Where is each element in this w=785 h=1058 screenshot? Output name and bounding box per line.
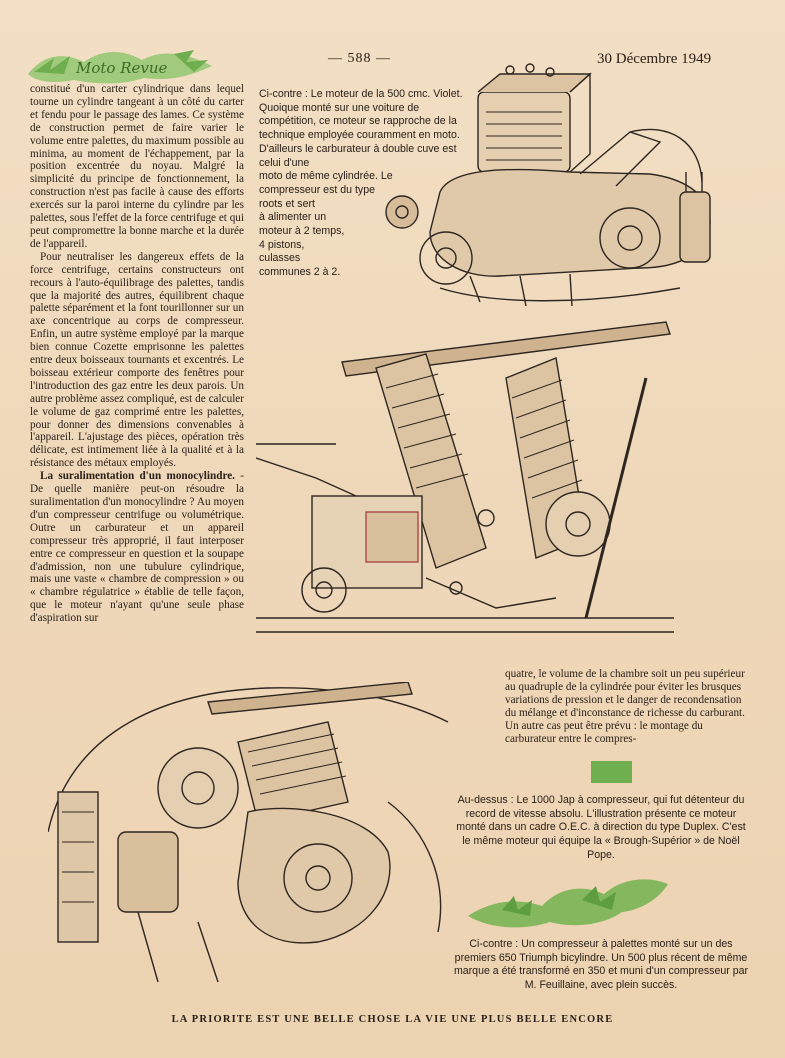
roots-engine-illustration	[385, 63, 711, 307]
section-heading: La suralimentation d'un monocylindre.	[40, 470, 235, 483]
article-column-right: quatre, le volume de la chambre soit un …	[505, 668, 745, 745]
caption-jap-engine: Au-dessus : Le 1000 Jap à compresseur, q…	[456, 794, 746, 861]
holly-leaf-decoration	[468, 879, 668, 928]
issue-date: 30 Décembre 1949	[597, 51, 712, 67]
caption-text: moto de même cylindrée. Le compresseur e…	[259, 170, 393, 210]
caption-text: Ci-contre : Le moteur de la 500 cmc. Vio…	[259, 88, 463, 169]
paragraph: La suralimentation d'un monocylindre. - …	[30, 470, 244, 625]
svg-text:Moto Revue: Moto Revue	[75, 59, 168, 77]
paragraph: quatre, le volume de la chambre soit un …	[505, 668, 745, 745]
paragraph: Pour neutraliser les dangereux effets de…	[30, 250, 244, 470]
paragraph: constitué d'un carter cylindrique dans l…	[30, 83, 244, 250]
article-column-left: constitué d'un carter cylindrique dans l…	[30, 83, 244, 625]
footer-slogan: LA PRIORITE EST UNE BELLE CHOSE LA VIE U…	[171, 1014, 614, 1025]
green-marker	[591, 761, 632, 783]
caption-text: à alimenter un moteur à 2 temps, 4 pisto…	[259, 211, 345, 279]
triumph-engine-illustration	[48, 682, 449, 983]
caption-roots-engine: Ci-contre : Le moteur de la 500 cmc. Vio…	[259, 88, 463, 280]
caption-triumph-compressor: Ci-contre : Un compresseur à palettes mo…	[453, 938, 749, 992]
jap-engine-illustration	[256, 321, 674, 633]
page-number: — 588 —	[328, 51, 391, 66]
paragraph-text: - De quelle manière peut-on résoudre la …	[30, 470, 244, 625]
moto-revue-logo: Moto Revue	[28, 50, 212, 84]
